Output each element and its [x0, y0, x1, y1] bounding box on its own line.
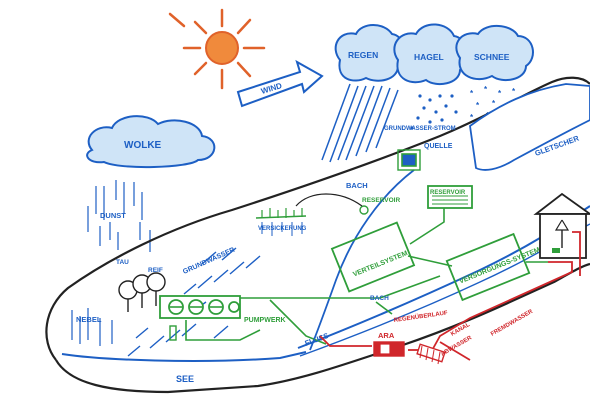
svg-text:*: * — [476, 101, 480, 110]
hail-dots — [410, 94, 458, 130]
svg-text:*: * — [498, 89, 502, 98]
trees-icon — [118, 272, 166, 312]
reservoir-small-label: RESERVOIR — [362, 197, 400, 204]
see-label: SEE — [176, 374, 194, 384]
bach2-label: BACH — [370, 295, 389, 302]
versickerung-label: VERSICKERUNG — [258, 226, 307, 232]
grundwasserstrom-label: GRUNDWASSER-STROM — [384, 126, 456, 132]
nebel-arrows — [71, 308, 113, 346]
pumpwerk: PUMPWERK — [159, 295, 286, 341]
versickerung-grass — [255, 208, 307, 236]
svg-text:*: * — [470, 113, 474, 122]
wolke-label: WOLKE — [124, 140, 162, 151]
regenueberlauf-label: REGENÜBERLAUF — [393, 309, 448, 324]
quelle: QUELLE — [397, 143, 453, 171]
stream-bach — [309, 169, 415, 351]
tau-label: TAU — [116, 259, 129, 266]
ara-label: ARA — [378, 331, 395, 340]
regenueberlauf — [416, 343, 446, 365]
red-pipes — [319, 231, 581, 361]
lake-see: SEE — [61, 351, 307, 384]
nebel-label: NEBEL — [76, 315, 102, 324]
wind-arrow: WIND — [236, 59, 324, 108]
house-icon — [533, 192, 590, 259]
cloud-schnee: SCHNEE — [455, 25, 534, 82]
schnee-label: SCHNEE — [474, 52, 510, 62]
rain-lines — [321, 83, 399, 163]
grundwasser-arrows — [127, 247, 261, 357]
bach-label: BACH — [346, 181, 368, 190]
svg-text:*: * — [492, 99, 496, 108]
versorgung-label: VERSORGUNGS-SYSTEM — [458, 247, 541, 286]
svg-text:*: * — [512, 87, 516, 96]
green-pipes — [185, 208, 548, 345]
verteilsystem-box: VERTEILSYSTEM — [330, 221, 416, 293]
dunst-label: DUNST — [100, 211, 126, 220]
cloud-hagel: HAGEL — [393, 23, 469, 86]
glacier: GLETSCHER — [469, 83, 590, 171]
reservoir-upper: RESERVOIR — [427, 185, 473, 209]
reservoir-small: RESERVOIR — [295, 193, 400, 215]
ara-plant: ARA — [373, 331, 405, 357]
verteilsystem-label: VERTEILSYSTEM — [352, 250, 409, 278]
cloud-wolke: WOLKE — [86, 115, 216, 169]
regen-label: REGEN — [348, 50, 378, 60]
grundwasser-label: GRUNDWASSER — [182, 247, 236, 276]
svg-text:*: * — [470, 89, 474, 98]
sun-icon — [168, 8, 266, 90]
svg-text:*: * — [484, 85, 488, 94]
fremdwasser-label: FREMDWASSER — [490, 309, 535, 338]
hagel-label: HAGEL — [414, 52, 444, 62]
pumpwerk-label: PUMPWERK — [244, 317, 286, 324]
abwasser-label: ABWASSER — [440, 335, 474, 358]
reif-label: REIF — [148, 267, 163, 274]
reservoir-upper-label: RESERVOIR — [430, 190, 466, 196]
quelle-label: QUELLE — [424, 143, 453, 150]
